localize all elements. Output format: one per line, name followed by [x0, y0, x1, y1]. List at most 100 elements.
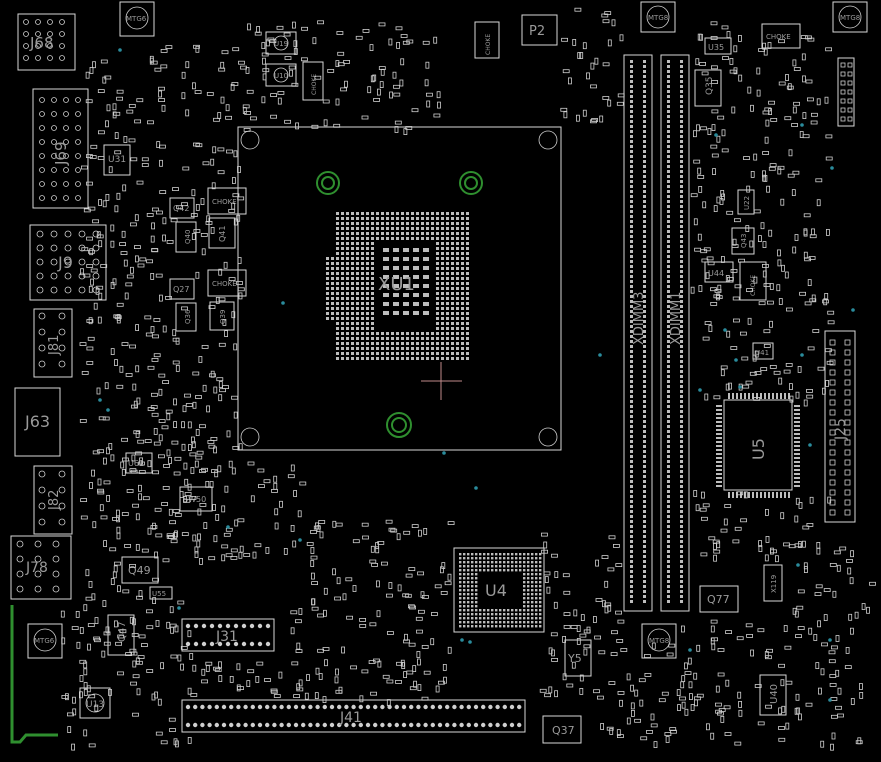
- u61-label: U61: [128, 459, 144, 468]
- crosshair-marker: [421, 362, 462, 400]
- connector-j63: J63: [14, 387, 61, 457]
- xdimm3-label: XDIMM3: [632, 292, 647, 345]
- connector-j81: J81: [33, 308, 73, 378]
- j41-label: J41: [339, 710, 362, 726]
- u44-label: U44: [708, 269, 724, 278]
- choke-4: CHOKE: [474, 21, 500, 59]
- part-y5: Y5: [564, 639, 592, 677]
- part-q40: Q40: [175, 221, 197, 253]
- u4-label: U4: [485, 581, 507, 600]
- part-q39: Q39: [209, 301, 235, 331]
- vias: [98, 48, 855, 702]
- connector-j69: J69: [32, 88, 89, 209]
- part-j8: [837, 57, 855, 127]
- choke-4-label: CHOKE: [485, 34, 492, 55]
- u41-label: U41: [755, 349, 769, 357]
- mtg-top-left: MTG6: [119, 1, 155, 37]
- part-q27: Q27: [169, 278, 195, 300]
- j78-label: J78: [25, 560, 48, 576]
- connector-j9: J9: [29, 224, 107, 301]
- choke-2: CHOKE: [207, 269, 247, 297]
- u19-label: U19: [274, 40, 288, 48]
- u5-label: U5: [749, 438, 768, 460]
- dimm-slot-xdimm3: XDIMM3: [623, 54, 653, 612]
- edge-trace: [10, 605, 58, 744]
- connector-j82: J82: [33, 465, 73, 535]
- choke-2-label: CHOKE: [212, 280, 237, 288]
- header-j25: J25: [824, 330, 856, 523]
- part-u31: U31: [103, 144, 131, 176]
- q41-label: Q41: [218, 226, 227, 242]
- j31-label: J31: [215, 629, 238, 645]
- part-p2: P2: [521, 14, 558, 46]
- part-u35: U35: [704, 37, 732, 55]
- mtg-top-mid-label: MTG8: [648, 14, 668, 22]
- cpu-socket: XU1: [237, 126, 562, 451]
- j9-label: J9: [57, 253, 73, 272]
- q35-label: Q35: [705, 76, 715, 95]
- q36-label: Q36: [184, 309, 192, 324]
- mtg-bottom-mid-label: MTG8: [649, 637, 669, 645]
- q47-label: Q47: [117, 621, 128, 642]
- j25-label: J25: [833, 418, 849, 441]
- chipset-u4: U4: [453, 547, 545, 633]
- mtg-top-left-label: MTG6: [126, 15, 147, 23]
- part-u55: U55: [149, 586, 173, 600]
- j68-label: J68: [29, 34, 54, 52]
- choke-6: CHOKE: [739, 261, 767, 301]
- header-j31: J31: [181, 618, 275, 652]
- header-j41: J41: [181, 699, 526, 733]
- dimm-slot-xdimm1: XDIMM1: [660, 54, 690, 612]
- q27-label: Q27: [173, 285, 189, 294]
- p2-label: P2: [529, 24, 545, 39]
- choke-5-label: CHOKE: [766, 33, 791, 41]
- part-q77: Q77: [699, 585, 739, 613]
- choke-6-label: CHOKE: [750, 275, 757, 296]
- q37-label: Q37: [552, 724, 575, 737]
- part-u22: U22: [737, 189, 755, 215]
- mtg-bottom-left-label: MTG6: [34, 637, 55, 645]
- j63-label: J63: [24, 412, 50, 431]
- part-u41: U41: [752, 342, 774, 360]
- j69-label: J69: [52, 141, 70, 166]
- connector-j68: J68: [17, 13, 76, 71]
- mtg-bottom-mid: MTG8: [641, 623, 677, 659]
- q40-label: Q40: [184, 230, 192, 244]
- u10-label: U10: [274, 72, 288, 80]
- y5-label: Y5: [567, 652, 582, 665]
- choke-3: CHOKE: [302, 61, 324, 101]
- j81-label: J81: [47, 335, 62, 356]
- mtg-top-right: MTG8: [832, 1, 868, 33]
- q39-label: Q39: [219, 310, 227, 324]
- cpu-ball-grid: [326, 212, 469, 360]
- part-x119: X119: [763, 564, 783, 602]
- u40-label: U40: [769, 684, 780, 704]
- u55-label: U55: [152, 590, 166, 598]
- connector-j78: J78: [10, 535, 72, 600]
- u35-label: U35: [708, 43, 724, 52]
- part-q41: Q41: [208, 217, 236, 249]
- choke-5: CHOKE: [761, 23, 801, 49]
- q43-label: Q43: [740, 234, 748, 248]
- q77-label: Q77: [707, 593, 730, 606]
- part-q37: Q37: [542, 715, 582, 744]
- part-q35: Q35: [694, 69, 722, 107]
- mounting-holes: [316, 171, 483, 438]
- u22-label: U22: [743, 196, 751, 210]
- q49-label: Q49: [128, 564, 151, 577]
- mtg-top-right-label: MTG8: [840, 14, 860, 22]
- xu1-label: XU1: [378, 274, 415, 295]
- choke-1: CHOKE: [207, 187, 247, 215]
- xdimm1-label: XDIMM1: [669, 292, 684, 345]
- part-q43: Q43: [731, 227, 755, 255]
- mtg-top-mid: MTG8: [640, 1, 676, 33]
- choke-3-label: CHOKE: [311, 74, 318, 95]
- choke-1-label: CHOKE: [212, 198, 237, 206]
- u31-label: U31: [108, 155, 126, 165]
- passive-components: [60, 7, 876, 751]
- j82-label: J82: [47, 490, 62, 511]
- part-u40: U40: [759, 674, 787, 716]
- part-q36: Q36: [175, 302, 197, 332]
- x119-label: X119: [770, 575, 778, 593]
